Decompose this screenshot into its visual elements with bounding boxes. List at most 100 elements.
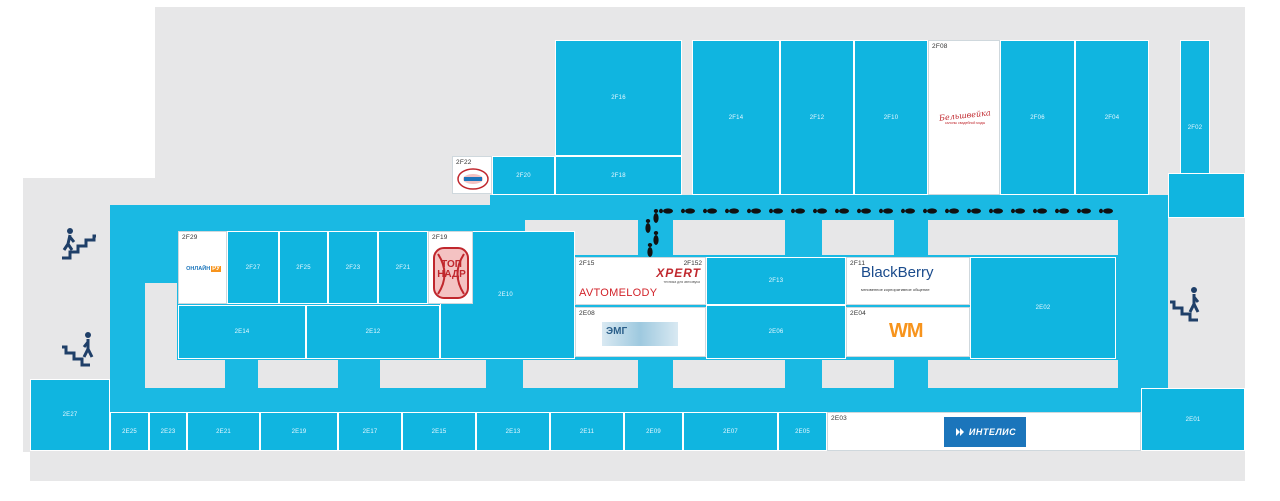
shop-number: 2F21 [395, 264, 411, 271]
shop-number: 2F04 [1104, 114, 1120, 121]
shop-number: 2E03 [831, 415, 847, 422]
shop-2F02-lower[interactable] [1168, 173, 1245, 218]
shop-2F21[interactable]: 2F21 [378, 231, 428, 304]
shop-2E15[interactable]: 2E15 [402, 412, 476, 451]
shop-number: 2F14 [728, 114, 744, 121]
corridor-island-bottom-2 [258, 360, 338, 388]
shop-number: 2F06 [1030, 114, 1045, 121]
shop-2E13[interactable]: 2E13 [476, 412, 550, 451]
shop-2E21[interactable]: 2E21 [187, 412, 260, 451]
shop-2F14[interactable]: 2F14 [692, 40, 780, 195]
shop-2F12[interactable]: 2F12 [780, 40, 854, 195]
shop-number: 2F15 [579, 260, 595, 267]
shop-number: 2E02 [1035, 305, 1051, 311]
shop-2F08[interactable]: 2F08 Бельшвейка салоны свадебной моды [928, 40, 1000, 195]
shop-number: 2E08 [579, 310, 595, 317]
shop-2E09[interactable]: 2E09 [624, 412, 683, 451]
shop-number: 2E17 [362, 428, 378, 435]
stairs-icon[interactable] [58, 327, 102, 371]
shop-2F11[interactable]: 2F11 BlackBerry мгновенное корпоративное… [846, 257, 970, 305]
shop-2F25[interactable]: 2F25 [279, 231, 328, 304]
shop-number: 2F02 [1187, 125, 1203, 131]
shop-2F16[interactable]: 2F16 [555, 40, 682, 156]
shop-2E06[interactable]: 2E06 [706, 305, 846, 359]
stairs-icon[interactable] [1166, 282, 1210, 326]
shop-2E03[interactable]: 2E03 ИНТЕЛИС [827, 412, 1141, 451]
intelis-logo-banner: ИНТЕЛИС [944, 417, 1026, 447]
shop-number: 2F20 [516, 172, 531, 179]
corridor-island-bottom-6 [822, 360, 894, 388]
shop-2E04[interactable]: 2E04 WM [846, 307, 970, 357]
corridor-island-top-2 [673, 220, 785, 255]
shop-number: 2F13 [768, 278, 784, 284]
shop-2E19[interactable]: 2E19 [260, 412, 338, 451]
shop-2E07[interactable]: 2E07 [683, 412, 778, 451]
stairs-icon[interactable] [58, 222, 102, 266]
shop-number: 2F25 [296, 264, 311, 271]
shop-2F04[interactable]: 2F04 [1075, 40, 1149, 195]
corridor-island-bottom-5 [673, 360, 785, 388]
shop-2F22-logo-icon [457, 168, 489, 190]
online-ru-logo-text: ОНЛАЙН [186, 266, 211, 272]
shop-number: 2E09 [646, 428, 661, 435]
shop-2E08[interactable]: 2E08 ЭМГ [575, 307, 706, 357]
shop-2F18[interactable]: 2F18 [555, 156, 682, 195]
shop-2F19-overlay[interactable]: 2F19 ТОП НАДР [428, 231, 473, 304]
shop-number: 2E11 [579, 428, 595, 435]
top-nadr-logo-line1: ТОП [441, 259, 462, 270]
shop-number: 2E06 [768, 329, 784, 335]
shop-2E25[interactable]: 2E25 [110, 412, 149, 451]
shop-2F23[interactable]: 2F23 [328, 231, 378, 304]
shop-number: 2F18 [611, 172, 626, 179]
shop-2E17[interactable]: 2E17 [338, 412, 402, 451]
shop-number: 2E27 [62, 412, 78, 418]
avtomelody-logo: AVTOMELODY [579, 287, 658, 299]
shop-number: 2E14 [234, 329, 250, 335]
belshweika-logo-subtitle: салоны свадебной моды [944, 121, 986, 125]
corridor-island-bottom-7 [928, 360, 1118, 388]
shop-number: 2F08 [932, 43, 948, 50]
shop-2F15[interactable]: 2F15 2F152 XPERT техника для автозвука A… [575, 257, 706, 305]
corridor-island-top-4 [928, 220, 1118, 255]
corridor-island-bottom-3 [380, 360, 486, 388]
zm-logo-banner [602, 322, 678, 346]
corridor-island-bottom-1 [145, 360, 225, 388]
shop-2E27[interactable]: 2E27 [30, 379, 110, 451]
floor-plan-background-bottom [30, 448, 1245, 481]
shop-2E23[interactable]: 2E23 [149, 412, 187, 451]
top-nadr-logo-line2: НАДР [437, 269, 466, 280]
shop-number: 2E19 [291, 428, 307, 435]
corridor-island-bottom-4 [523, 360, 638, 388]
xpert-logo-subtitle: техника для автозвука [663, 280, 700, 284]
shop-2F22[interactable]: 2F22 [452, 156, 492, 194]
shop-2F29[interactable]: 2F29 ОНЛАЙН РУ [178, 231, 227, 304]
shop-number: 2F29 [182, 234, 198, 241]
shop-2E14[interactable]: 2E14 [178, 305, 306, 359]
shop-2F20[interactable]: 2F20 [492, 156, 555, 195]
shop-number: 2F23 [345, 264, 361, 271]
blackberry-logo-subtitle: мгновенное корпоративное общение [861, 287, 930, 292]
shop-2E01[interactable]: 2E01 [1141, 388, 1245, 451]
shop-2F13[interactable]: 2F13 [706, 257, 846, 305]
shop-2E12[interactable]: 2E12 [306, 305, 440, 359]
corridor-upper [490, 195, 1168, 220]
shop-number: 2E01 [1185, 416, 1201, 423]
top-nadr-logo: ТОП НАДР [433, 258, 470, 282]
shop-2E11[interactable]: 2E11 [550, 412, 624, 451]
shop-number: 2E12 [365, 329, 381, 335]
shop-number-2F152: 2F152 [683, 260, 702, 267]
shop-number: 2F16 [611, 95, 626, 101]
shop-number: 2E10 [498, 292, 513, 298]
shop-2E05[interactable]: 2E05 [778, 412, 827, 451]
shop-2E02[interactable]: 2E02 [970, 257, 1116, 359]
intelis-logo-icon [955, 428, 964, 436]
shop-2F06[interactable]: 2F06 [1000, 40, 1075, 195]
shop-2F10[interactable]: 2F10 [854, 40, 928, 195]
shop-number: 2E05 [795, 428, 810, 435]
shop-2F27[interactable]: 2F27 [227, 231, 279, 304]
corridor-island-top-3 [822, 220, 894, 255]
zm-logo: ЭМГ [606, 326, 628, 337]
shop-number: 2F19 [432, 234, 448, 241]
shop-number: 2F11 [850, 260, 866, 267]
wm-logo: WM [889, 320, 924, 342]
